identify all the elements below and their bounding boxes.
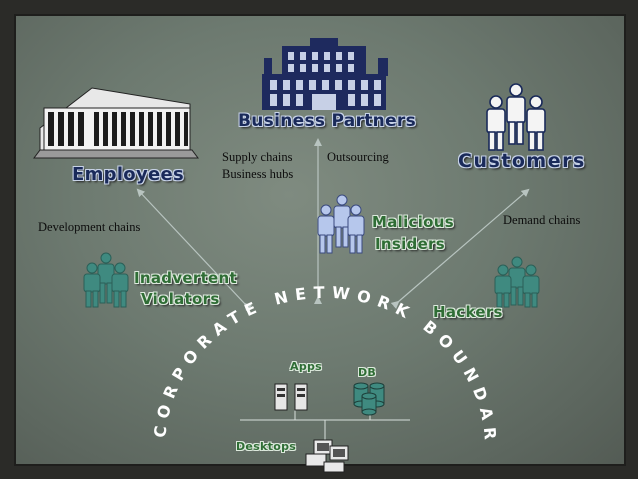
hackers-label: Hackers [433, 303, 503, 321]
desktop-computers-icon [305, 439, 349, 473]
malicious-label: Malicious [372, 213, 454, 231]
desktops-label: Desktops [236, 440, 297, 453]
office-building-icon [33, 87, 199, 159]
hackers-people-icon [494, 256, 540, 308]
db-label: DB [358, 366, 377, 379]
business-partners-label: Business Partners [238, 111, 417, 131]
demand-chains-caption: Demand chains [503, 213, 581, 227]
violators-label: Violators [141, 290, 220, 308]
malicious-insiders-people-icon [317, 194, 365, 254]
database-icon [353, 382, 385, 416]
inadvertent-label: Inadvertent [134, 269, 237, 287]
supply-chains-caption: Supply chains [222, 150, 293, 164]
inadvertent-violators-people-icon [83, 252, 129, 308]
outsourcing-caption: Outsourcing [327, 150, 389, 164]
arrow-customers [390, 188, 530, 309]
bank-building-icon [262, 38, 388, 110]
apps-label: Apps [290, 360, 323, 373]
customers-people-icon [486, 83, 546, 151]
insiders-label: Insiders [375, 235, 445, 253]
employees-label: Employees [72, 164, 185, 185]
business-hubs-caption: Business hubs [222, 167, 294, 181]
customers-label: Customers [458, 150, 586, 172]
arrow-employees [136, 188, 253, 312]
development-chains-caption: Development chains [38, 220, 141, 234]
server-icon [274, 383, 308, 411]
